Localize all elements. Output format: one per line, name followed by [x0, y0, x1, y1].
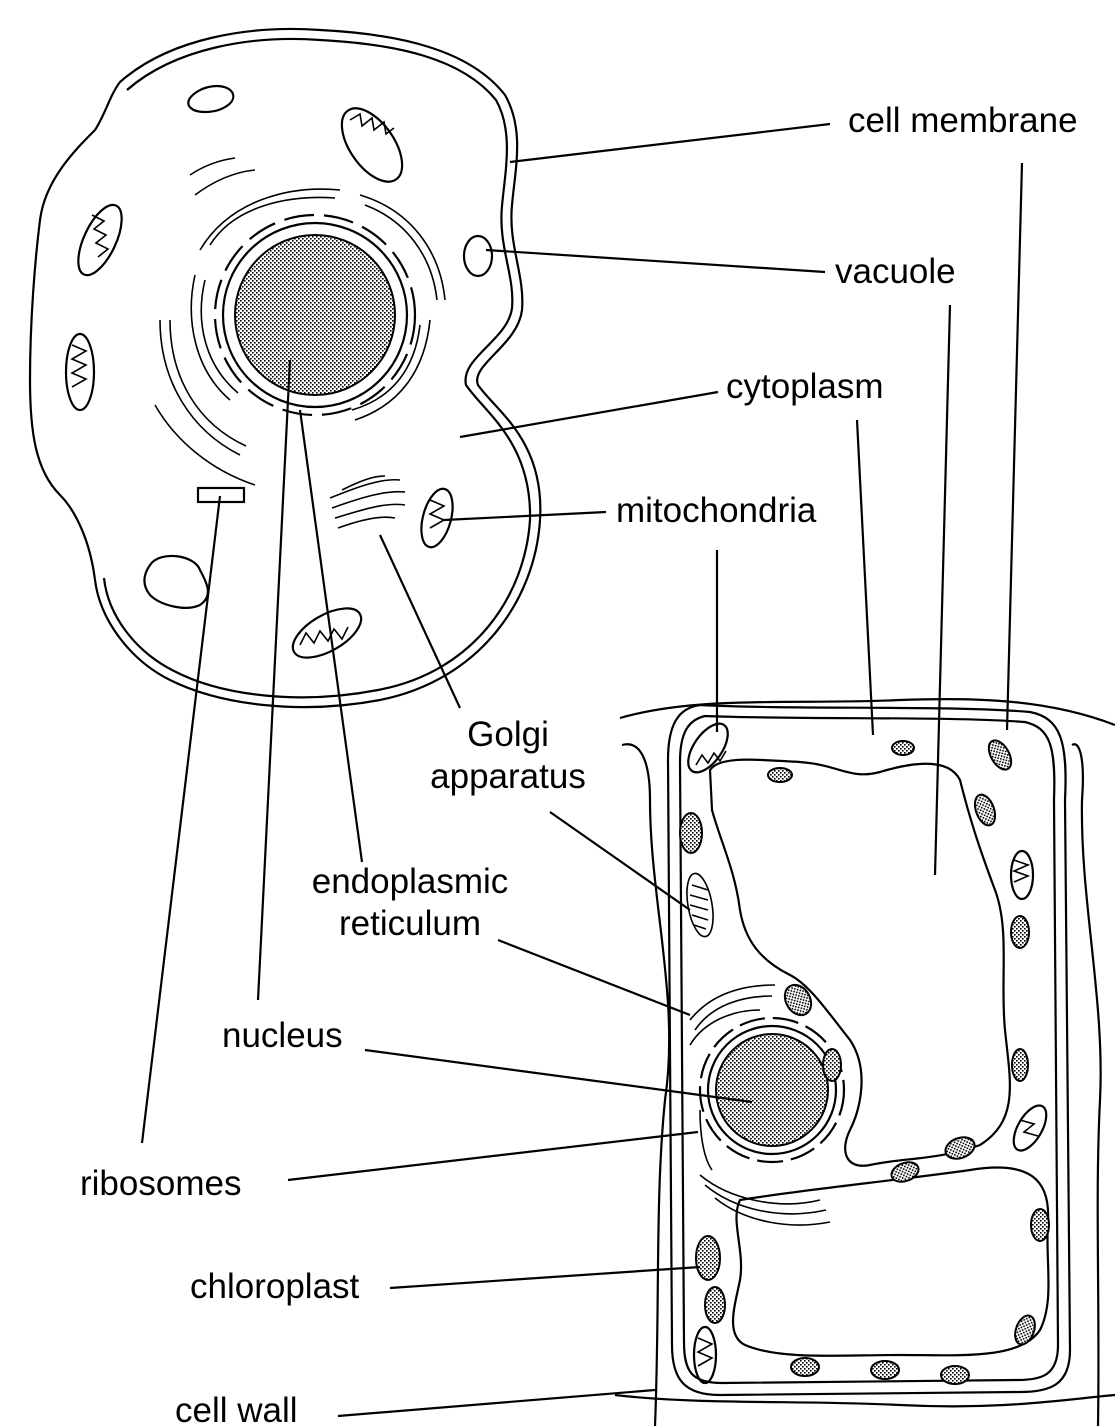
- animal-mitochondria: [66, 98, 458, 668]
- plant-golgi-apparatus: [683, 871, 718, 938]
- leader-vacuole-plant: [935, 305, 950, 875]
- label-nucleus: nucleus: [222, 1016, 343, 1055]
- leader-mitochondria: [444, 512, 606, 520]
- leader-ribosomes: [142, 496, 220, 1143]
- leader-vacuole: [486, 250, 825, 272]
- leader-nucleus: [258, 360, 290, 1000]
- animal-golgi-apparatus: [330, 476, 405, 528]
- leader-cytoplasm-plant: [857, 420, 873, 735]
- leader-cell-membrane-plant: [1007, 163, 1022, 730]
- label-er-line2: reticulum: [339, 904, 481, 943]
- label-ribosomes: ribosomes: [80, 1164, 241, 1203]
- leader-cytoplasm: [460, 392, 718, 437]
- label-cell-membrane: cell membrane: [848, 101, 1078, 140]
- plant-cell-membrane: [668, 705, 1070, 1395]
- label-er-line1: endoplasmic: [312, 862, 509, 901]
- label-cell-wall: cell wall: [175, 1391, 298, 1426]
- leader-golgi: [380, 535, 460, 708]
- leader-cell-wall: [338, 1390, 655, 1416]
- leader-ribosomes-plant: [288, 1132, 698, 1180]
- plant-cell: [615, 699, 1115, 1426]
- animal-nucleus: [235, 235, 395, 395]
- leader-er-plant: [498, 940, 690, 1015]
- label-mitochondria: mitochondria: [616, 491, 817, 530]
- plant-nucleus: [716, 1034, 828, 1146]
- label-cytoplasm: cytoplasm: [726, 367, 884, 406]
- label-chloroplast: chloroplast: [190, 1267, 360, 1306]
- leader-chloroplast: [390, 1267, 700, 1288]
- label-golgi-line2: apparatus: [430, 757, 586, 796]
- animal-cell: [30, 29, 540, 707]
- leader-nucleus-plant: [365, 1050, 752, 1102]
- label-golgi-line1: Golgi: [467, 715, 549, 754]
- leader-cell-membrane: [510, 124, 830, 162]
- label-vacuole: vacuole: [835, 252, 956, 291]
